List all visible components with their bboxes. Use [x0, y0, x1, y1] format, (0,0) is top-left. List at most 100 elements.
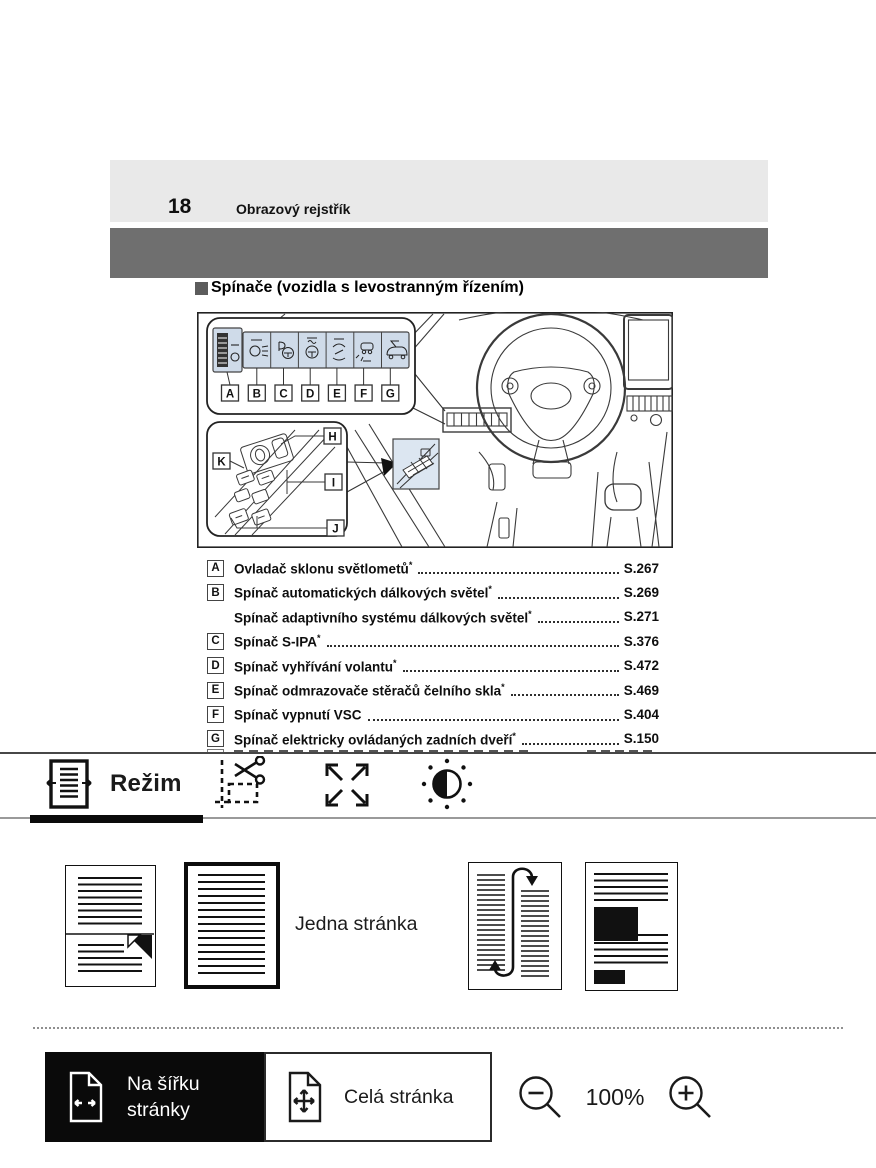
full-page-label: Celá stránka [344, 1085, 454, 1108]
index-page-ref: S.472 [623, 658, 659, 674]
footnote-star: * [512, 730, 516, 741]
index-row-e: E Spínač odmrazovače stěračů čelního skl… [207, 678, 659, 702]
section-dotted-divider [33, 1027, 843, 1029]
index-text: Spínač automatických dálkových světel* [234, 584, 492, 601]
index-row-b2: Spínač adaptivního systému dálkových svě… [207, 605, 659, 629]
index-text: Spínač odmrazovače stěračů čelního skla* [234, 681, 505, 699]
zoom-level: 100% [585, 1084, 645, 1110]
diagram-label-i: I [332, 478, 335, 490]
footnote-star: * [317, 633, 321, 644]
reflow-icon [594, 873, 668, 984]
index-list: A Ovladač sklonu světlometů* S.267 B Spí… [207, 556, 659, 751]
single-page-icon [198, 874, 265, 974]
index-letter: D [207, 657, 224, 675]
index-page-ref: S.404 [623, 707, 659, 723]
index-letter: A [207, 559, 224, 577]
diagram-label-k: K [217, 457, 226, 469]
single-page-label: Jedna stránka [295, 913, 418, 935]
switch-panel-callout: A B C D E F G [206, 317, 446, 425]
dotted-leader [537, 608, 619, 623]
layout-option-single-page[interactable] [184, 862, 280, 989]
index-text: Spínač vyhřívání volantu* [234, 657, 397, 675]
fit-width-icon [69, 1071, 103, 1123]
index-text: Spínač elektricky ovládaných zadních dve… [234, 730, 516, 748]
full-page-icon [288, 1071, 322, 1123]
index-letter: G [207, 730, 224, 748]
fit-width-button[interactable]: Na šířku stránky [45, 1052, 264, 1142]
mode-icon [46, 759, 92, 809]
diagram-label-g: G [386, 389, 395, 401]
tab-mode-label: Režim [110, 770, 182, 797]
index-page-ref: S.271 [623, 609, 659, 625]
footnote-star: * [501, 681, 505, 692]
dotted-leader [510, 681, 619, 697]
column-snake-icon [477, 867, 549, 977]
index-page-ref: S.376 [623, 633, 659, 649]
diagram-label-j: J [332, 524, 338, 536]
footnote-star: * [528, 608, 532, 619]
panel-top-separator [0, 752, 876, 754]
diagram-label-d: D [306, 389, 314, 401]
index-text: Spínač vypnutí VSC [234, 707, 362, 723]
index-letter: E [207, 681, 224, 699]
layout-option-reflow[interactable] [585, 862, 678, 991]
index-row-a: A Ovladač sklonu světlometů* S.267 [207, 556, 659, 580]
document-dark-band [110, 228, 768, 278]
section-title-row: Spínače (vozidla s levostranným řízením) [195, 279, 524, 297]
expand-icon [325, 763, 369, 807]
dotted-leader [418, 559, 619, 575]
index-letter-empty [207, 608, 224, 626]
index-text: Ovladač sklonu světlometů* [234, 559, 413, 577]
index-text: Spínač S-IPA* [234, 633, 321, 650]
active-tab-underline [30, 815, 203, 823]
crop-icon [215, 756, 266, 808]
index-letter: B [207, 584, 224, 602]
brightness-contrast-icon [421, 758, 473, 810]
zoom-out-button[interactable] [517, 1075, 565, 1128]
index-row-c: C Spínač S-IPA* S.376 [207, 629, 659, 653]
index-page-ref: S.150 [623, 731, 659, 747]
diagram-label-f: F [360, 389, 367, 401]
layout-option-column-snake[interactable] [468, 862, 562, 990]
tab-mode[interactable]: Režim [46, 758, 182, 810]
dotted-leader [521, 730, 619, 745]
index-text: Spínač adaptivního systému dálkových svě… [234, 608, 532, 626]
full-page-button[interactable]: Celá stránka [264, 1052, 492, 1142]
layout-option-continuous[interactable] [65, 865, 156, 987]
diagram-label-a: A [226, 389, 234, 401]
footnote-star: * [408, 559, 413, 570]
footnote-star: * [393, 657, 397, 668]
chapter-title: Obrazový rejstřík [236, 201, 351, 217]
fit-width-label: Na šířku stránky [127, 1073, 200, 1121]
continuous-scroll-icon [66, 877, 154, 972]
dotted-leader [402, 657, 619, 672]
dotted-leader [497, 584, 619, 599]
door-switch-callout: H K I J [206, 421, 440, 537]
diagram-label-e: E [333, 389, 341, 401]
page-number: 18 [168, 195, 192, 218]
document-header-band: 18 Obrazový rejstřík [110, 160, 768, 222]
dashboard-diagram: A B C D E F G [197, 312, 673, 548]
index-page-ref: S.267 [623, 560, 659, 576]
zoom-in-icon [669, 1076, 711, 1118]
tab-crop[interactable] [213, 756, 267, 814]
diagram-label-h: H [328, 432, 336, 444]
index-letter: F [207, 706, 224, 724]
section-title: Spínače (vozidla s levostranným řízením) [211, 279, 524, 296]
zoom-in-button[interactable] [667, 1075, 715, 1128]
index-row-g: G Spínač elektricky ovládaných zadních d… [207, 727, 659, 751]
tab-brightness[interactable] [420, 757, 474, 811]
diagram-label-c: C [279, 389, 287, 401]
index-page-ref: S.269 [623, 585, 659, 601]
index-page-ref: S.469 [623, 682, 659, 698]
tab-expand[interactable] [321, 759, 373, 811]
index-row-f: F Spínač vypnutí VSC S.404 [207, 702, 659, 726]
tab-divider-line [0, 817, 876, 819]
index-row-b: B Spínač automatických dálkových světel*… [207, 580, 659, 604]
index-row-clipped [207, 746, 659, 752]
diagram-label-b: B [253, 389, 261, 401]
index-letter: C [207, 632, 224, 650]
section-bullet-square [195, 281, 208, 295]
index-row-d: D Spínač vyhřívání volantu* S.472 [207, 654, 659, 678]
